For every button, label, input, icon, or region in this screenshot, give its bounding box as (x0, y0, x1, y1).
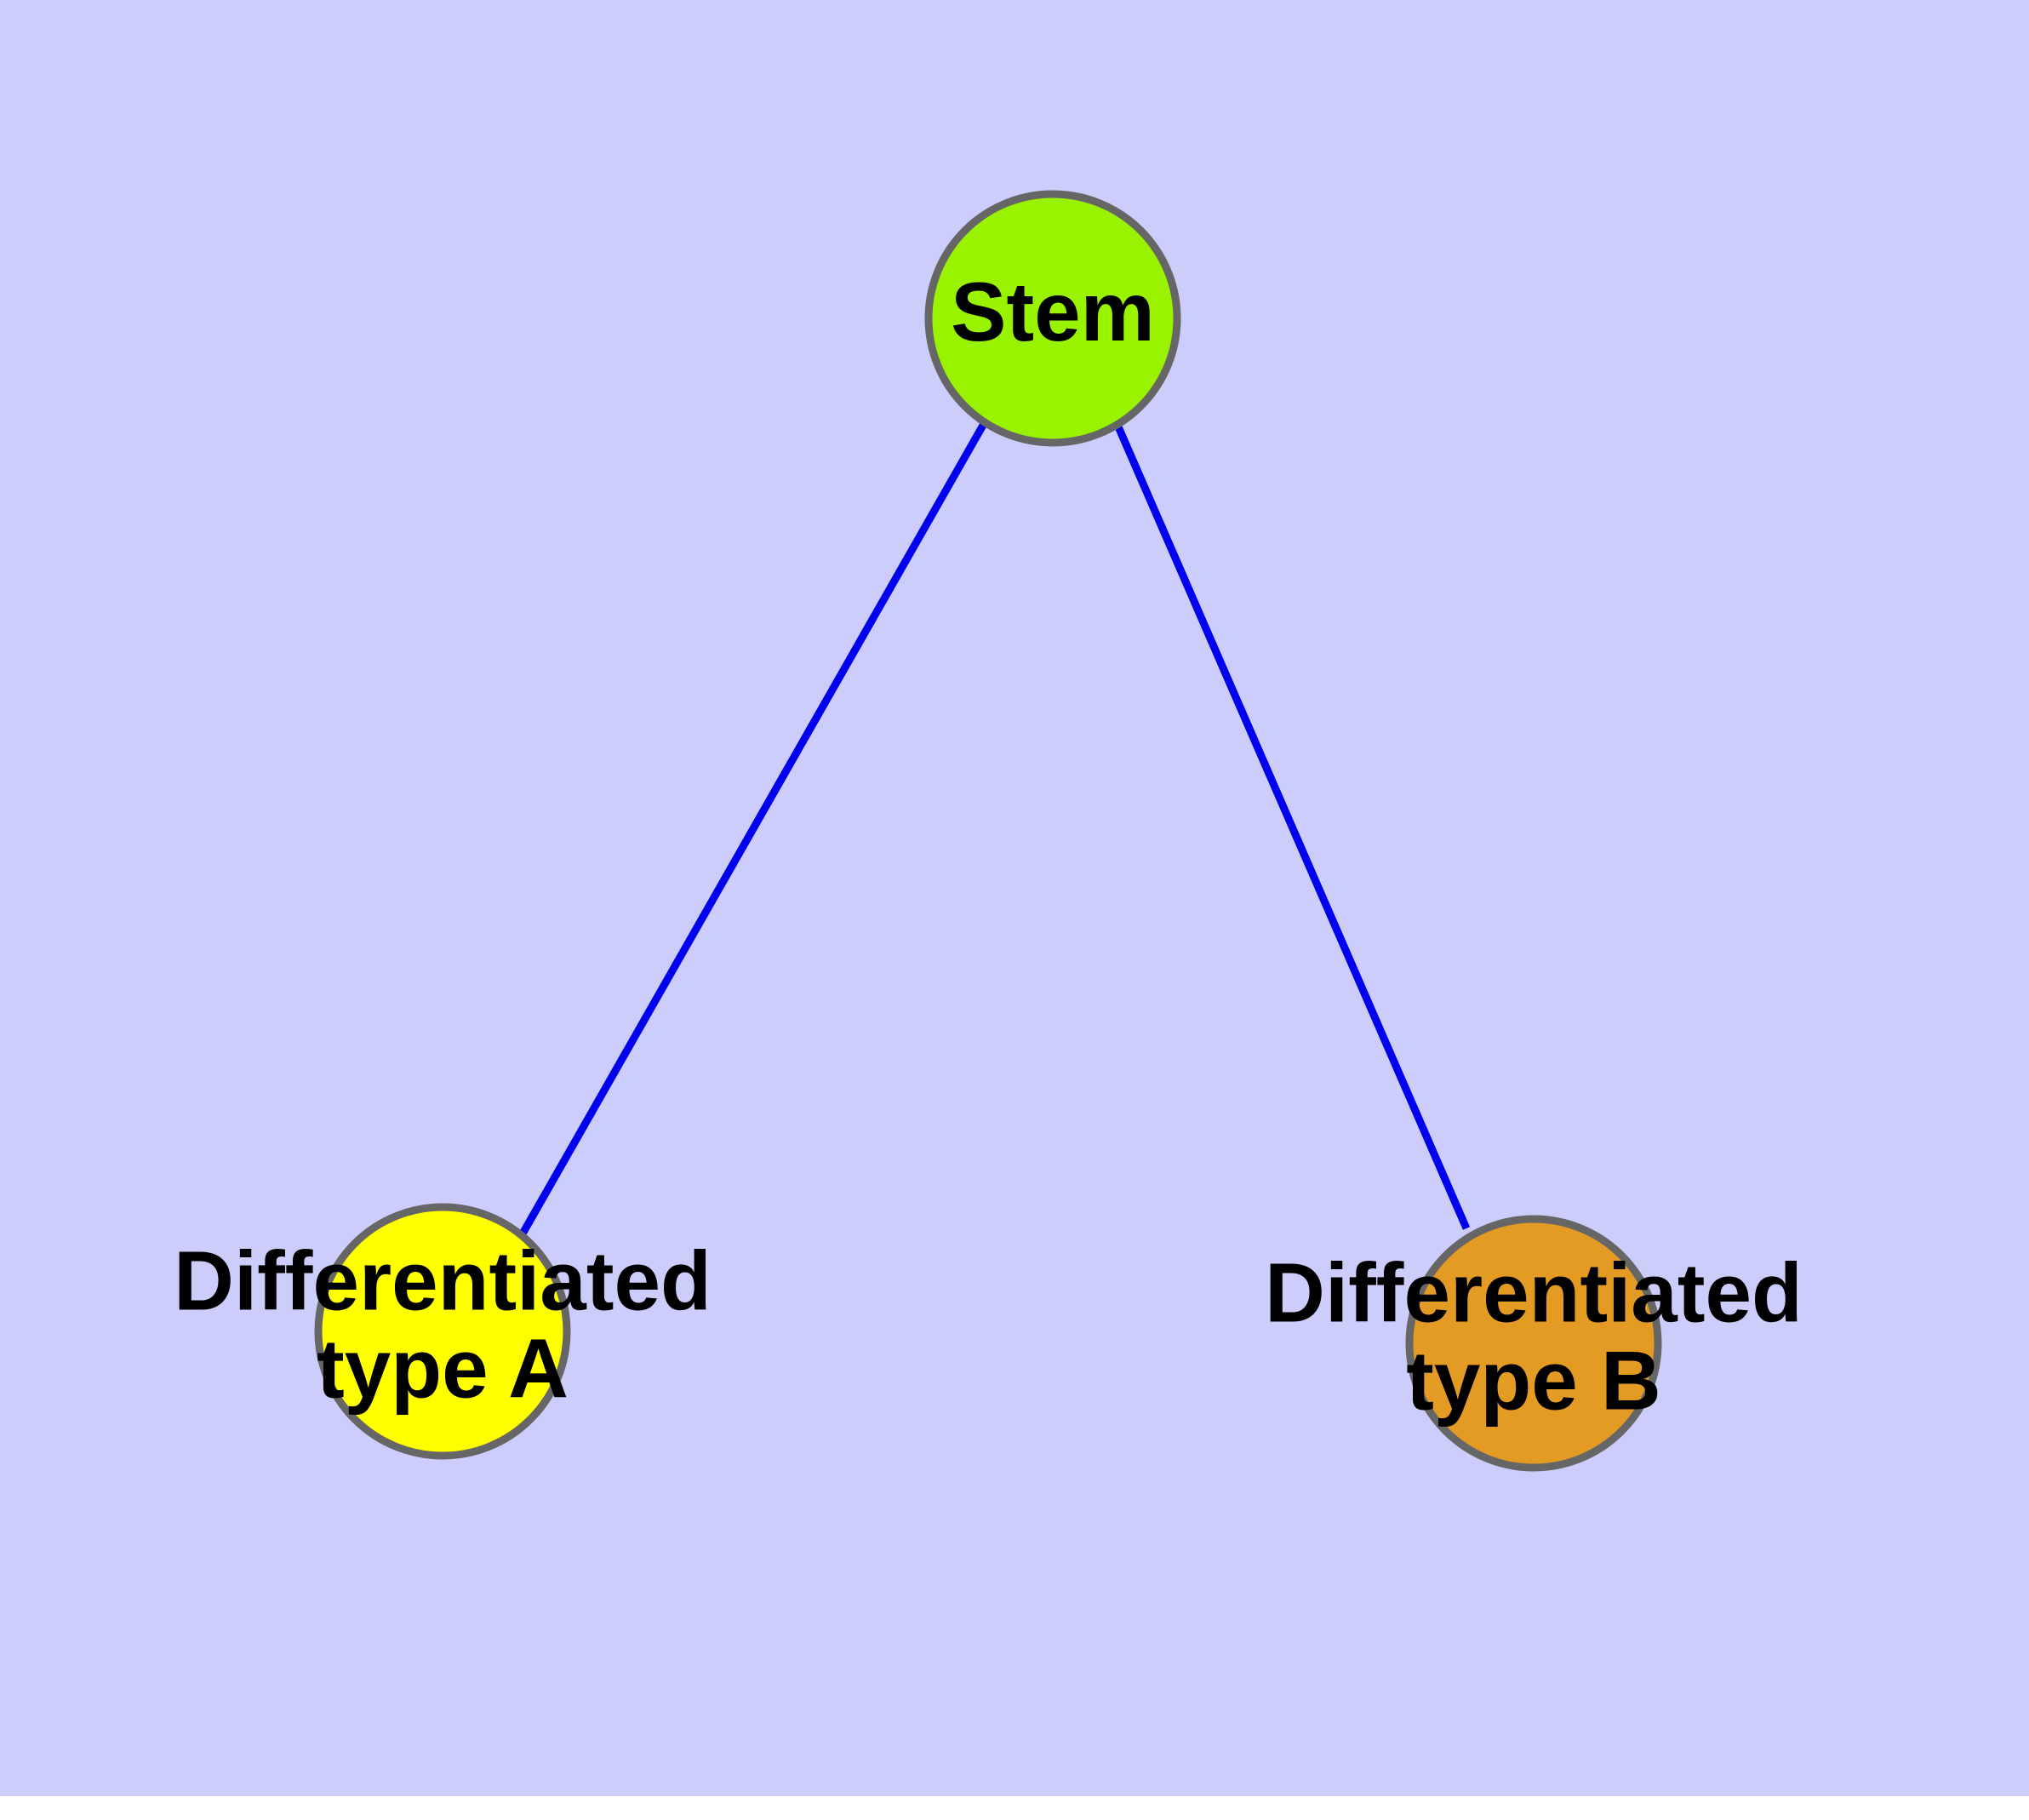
node-label-line: type A (317, 1321, 569, 1415)
node-circle-diff_a[interactable] (314, 1203, 571, 1460)
node-label-line: type B (1406, 1333, 1661, 1427)
node-label-stem: Stem (951, 265, 1155, 358)
node-label-line: Stem (951, 265, 1155, 358)
node-label-line: Differentiated (174, 1233, 712, 1327)
node-stem[interactable]: Stem (924, 190, 1181, 447)
node-circle-stem[interactable] (924, 190, 1181, 447)
node-circle-diff_b[interactable] (1405, 1215, 1662, 1472)
edges-group (518, 420, 1471, 1238)
node-label-line: Differentiated (1265, 1245, 1803, 1339)
edge-stem-diff_b[interactable] (1113, 423, 1471, 1230)
edge-stem-diff_a[interactable] (518, 420, 988, 1238)
